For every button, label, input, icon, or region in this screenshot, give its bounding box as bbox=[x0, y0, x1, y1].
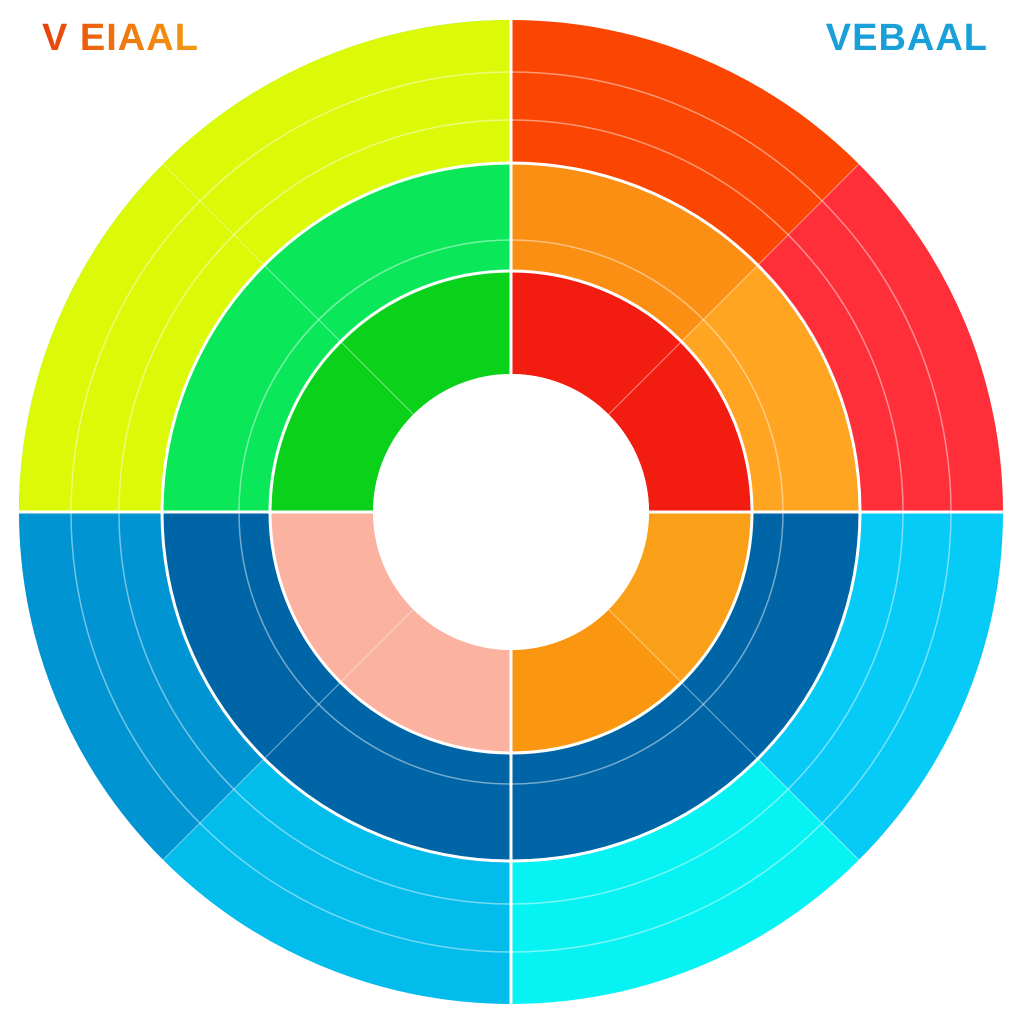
ring-2-segment-4 bbox=[511, 683, 758, 860]
ring-2-segment-1 bbox=[511, 164, 758, 341]
ring-3-segment-5 bbox=[163, 759, 512, 1004]
diagonal-spoke-2 bbox=[608, 609, 860, 861]
ring-1-segment-1 bbox=[511, 272, 681, 415]
ring-2-segment-7 bbox=[163, 265, 340, 512]
top-left-label: V EIAAL bbox=[42, 14, 199, 62]
ring-2-segment-2 bbox=[682, 265, 859, 512]
ring-1-segment-7 bbox=[271, 342, 414, 512]
ring-1-segment-5 bbox=[341, 609, 511, 752]
ring-1-segment-4 bbox=[511, 609, 681, 752]
diagonal-spoke-4 bbox=[162, 163, 414, 415]
ring-1-segment-8 bbox=[341, 272, 511, 415]
ring-3-segment-2 bbox=[758, 164, 1003, 513]
top-right-label: VEBAAL bbox=[825, 17, 988, 59]
outer-fill-1 bbox=[19, 20, 511, 512]
ring-1-segment-6 bbox=[271, 512, 414, 682]
ring-2-segment-6 bbox=[163, 512, 340, 759]
center-hole bbox=[373, 374, 649, 650]
ring-1-segment-2 bbox=[608, 342, 751, 512]
diagonal-spoke-1 bbox=[608, 163, 860, 415]
ring-2-segment-5 bbox=[264, 683, 511, 860]
ring-3-segment-1 bbox=[511, 20, 859, 265]
ring-3-segment-3 bbox=[758, 512, 1003, 860]
ring-3-segment-6 bbox=[19, 512, 264, 860]
ring-1-segment-3 bbox=[608, 512, 751, 682]
ring-2-segment-8 bbox=[264, 164, 511, 341]
diagonal-spoke-3 bbox=[162, 609, 414, 861]
ring-2-segment-3 bbox=[682, 512, 859, 759]
ring-3-segment-4 bbox=[511, 759, 859, 1004]
